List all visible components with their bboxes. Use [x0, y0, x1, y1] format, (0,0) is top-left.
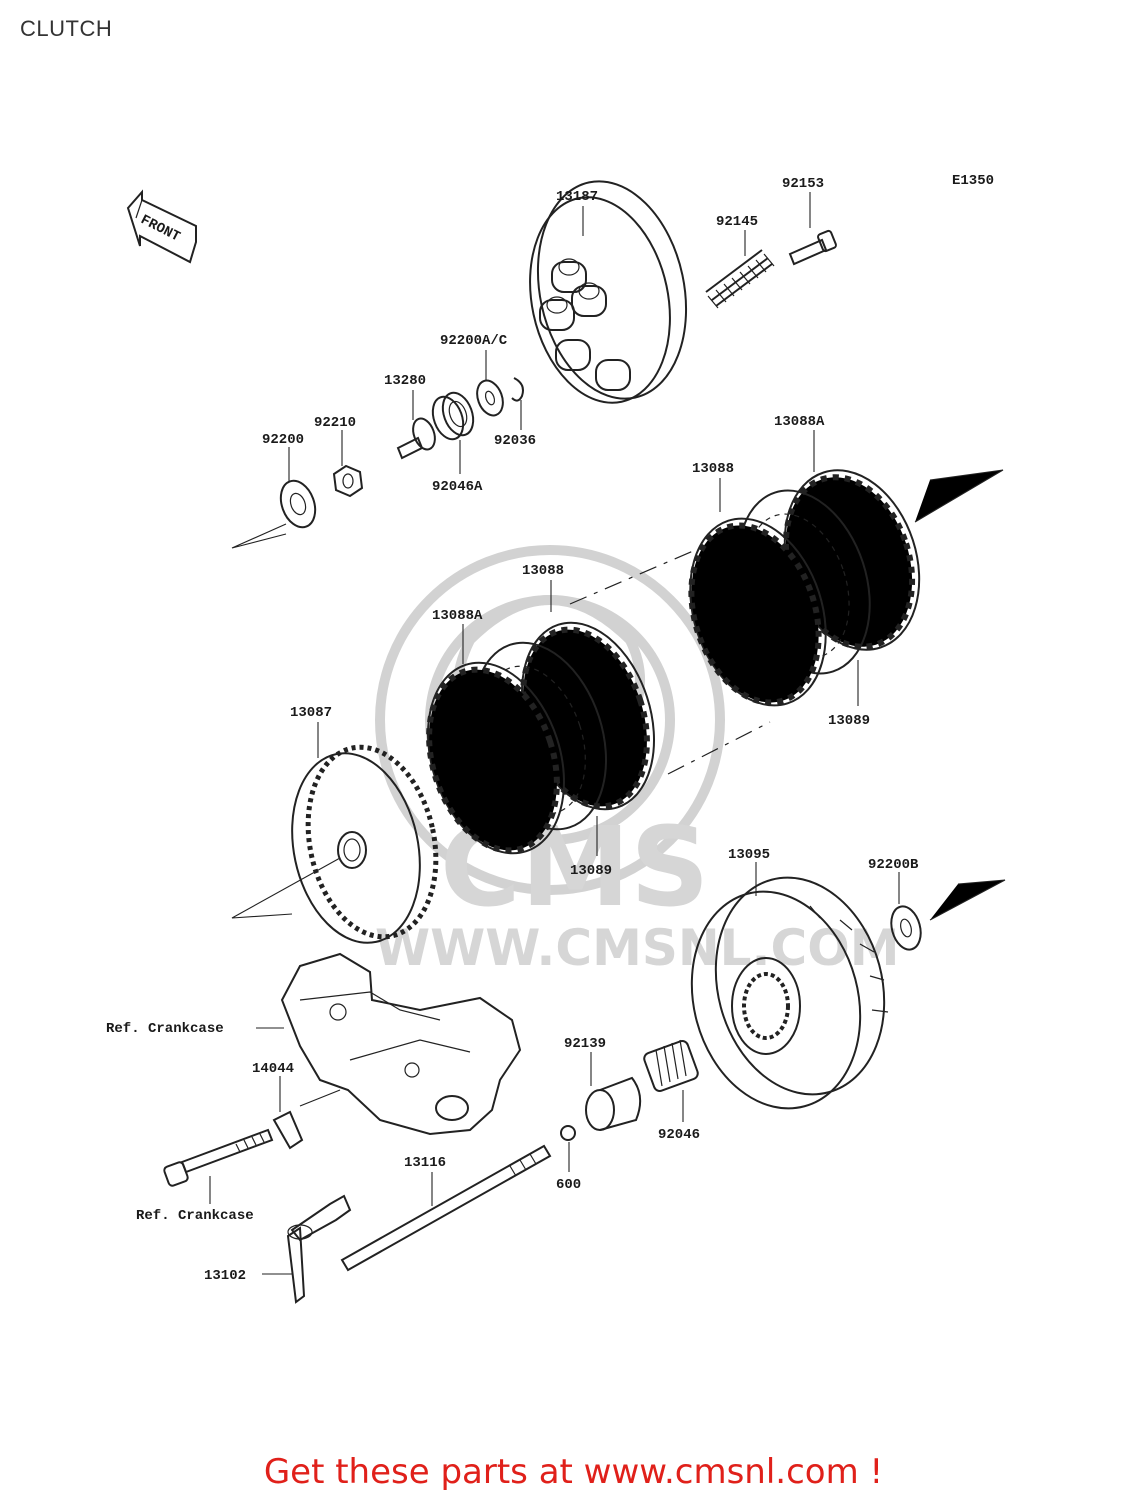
sleeve-92139 [585, 1076, 642, 1131]
pusher-13280 [396, 417, 436, 460]
washer-92200 [279, 479, 317, 529]
friction-plate-13088a-top [782, 469, 921, 651]
ball-600 [560, 1125, 576, 1141]
part-label-14044: 14044 [252, 1061, 294, 1077]
spring-92145 [705, 249, 775, 309]
part-label-92200b: 92200B [868, 857, 919, 873]
bearing-92046a [431, 391, 475, 441]
part-label-13095: 13095 [728, 847, 770, 863]
part-label-92200ac: 92200A/C [440, 333, 508, 349]
part-label-13116: 13116 [404, 1155, 446, 1171]
part-label-ref-crankcase-1: Ref. Crankcase [106, 1021, 224, 1037]
friction-plate-13088a-mid [426, 661, 565, 855]
part-label-92210: 92210 [314, 415, 356, 431]
part-label-600: 600 [556, 1177, 581, 1193]
part-label-13087: 13087 [290, 705, 332, 721]
part-label-92046a: 92046A [432, 479, 483, 495]
part-label-13088a-top: 13088A [774, 414, 825, 430]
part-label-13088a-mid: 13088A [432, 608, 483, 624]
part-label-92046: 92046 [658, 1127, 700, 1143]
friction-plate-13088-top [688, 517, 827, 707]
front-arrow-icon: FRONT [126, 189, 197, 264]
part-label-13088-top: 13088 [692, 461, 734, 477]
pressure-plate [529, 180, 688, 404]
release-shaft-13102 [286, 1194, 352, 1304]
pin-14044 [272, 1089, 341, 1150]
diagram-code: E1350 [952, 173, 994, 189]
part-label-92200: 92200 [262, 432, 304, 448]
part-label-13280: 13280 [384, 373, 426, 389]
clutch-housing-13095 [690, 876, 889, 1110]
crankcase-section [280, 952, 522, 1136]
part-label-92036: 92036 [494, 433, 536, 449]
part-label-13089-right: 13089 [828, 713, 870, 729]
footer-link[interactable]: Get these parts at www.cmsnl.com ! [263, 1452, 884, 1492]
washer-92200b [890, 905, 922, 951]
page-title: CLUTCH [20, 16, 113, 41]
part-label-92145: 92145 [716, 214, 758, 230]
part-label-13088-mid: 13088 [522, 563, 564, 579]
axis-marker-right-top [914, 469, 1004, 523]
axis-marker-right-bottom [929, 879, 1006, 921]
needle-bearing-92046 [643, 1039, 699, 1092]
part-label-92153: 92153 [782, 176, 824, 192]
part-label-13102: 13102 [204, 1268, 246, 1284]
bolt-92153 [788, 229, 837, 266]
part-label-92139: 92139 [564, 1036, 606, 1052]
part-label-ref-crankcase-2: Ref. Crankcase [136, 1208, 254, 1224]
watermark-url: WWW.CMSNL.COM [375, 919, 900, 977]
part-label-13187: 13187 [556, 189, 598, 205]
nut-92210 [332, 464, 364, 498]
push-rod-13116 [340, 1144, 552, 1272]
part-label-13089-mid: 13089 [570, 863, 612, 879]
axis-marker-left-bottom [231, 857, 341, 919]
axis-marker-left-top [231, 523, 287, 549]
clutch-hub-13087 [291, 744, 439, 944]
circlip-92036 [511, 377, 524, 402]
bolt-ref-crankcase [163, 1128, 274, 1187]
washer-92200ac [476, 379, 504, 417]
